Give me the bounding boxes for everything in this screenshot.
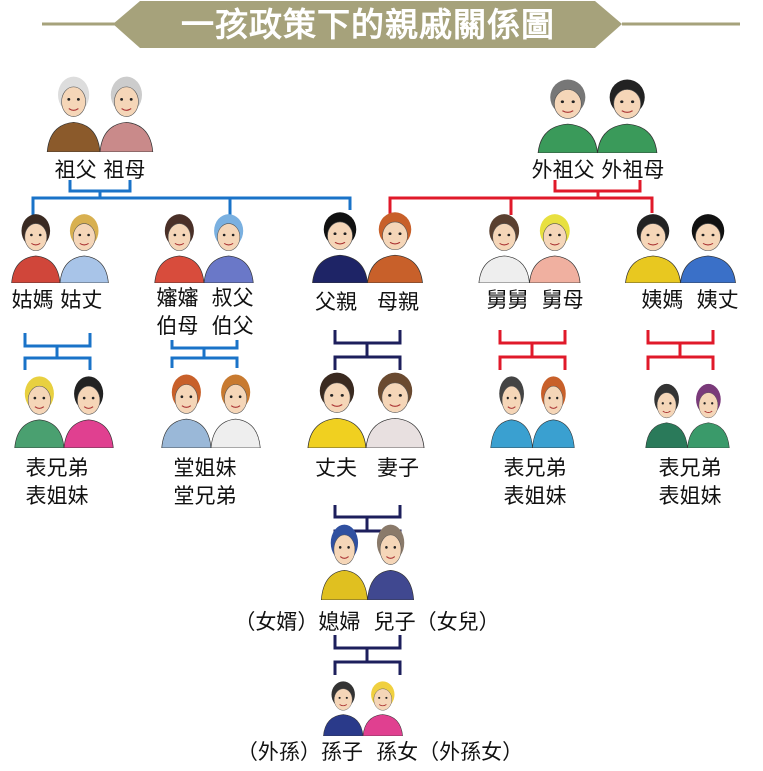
yi-zhang-label: 姨丈 [696, 288, 739, 312]
maternal-aunt-label: 姨媽 姨丈 [641, 286, 738, 314]
cousin-female-label: 堂姐妹 [173, 456, 237, 480]
self-couple-label: 丈夫 妻子 [315, 454, 419, 482]
granddaughter-label: 孫女（外孫女） [376, 740, 524, 764]
cousins-1-picture [8, 372, 120, 449]
cousin-male-label: 表兄弟 [25, 456, 89, 480]
paternal-aunt-couple-picture [5, 210, 115, 284]
cousin-female-label: 表姐妹 [503, 484, 567, 508]
cousins-1-label: 表兄弟表姐妹 [26, 454, 89, 510]
page-title: 一孩政策下的親戚關係圖 [181, 5, 555, 44]
shu-fu-label: 叔父 [211, 286, 254, 310]
cousin-male-label: 堂兄弟 [173, 484, 237, 508]
son-label: 兒子（女兒） [373, 610, 500, 634]
grandchildren-picture [318, 678, 408, 737]
cousin-male-label: 表兄弟 [658, 456, 722, 480]
daughter-in-law-label: （女婿）媳婦 [234, 610, 361, 634]
grandchildren-label: （外孫）孫子 孫女（外孫女） [237, 738, 523, 766]
parents-picture [305, 208, 430, 284]
title-banner: 一孩政策下的親戚關係圖 [0, 0, 763, 50]
cousin-female-label: 表姐妹 [25, 484, 89, 508]
banner-shape [42, 1, 740, 48]
gu-zhang-label: 姑丈 [60, 288, 103, 312]
children-label: （女婿）媳婦 兒子（女兒） [234, 608, 499, 636]
maternal-grandparents-picture [530, 75, 665, 154]
grandfather-label: 祖父 [54, 158, 97, 182]
paternal-uncle-label: 嬸嬸 叔父伯母 伯父 [156, 284, 253, 340]
maternal-uncle-label: 舅舅 舅母 [486, 286, 583, 314]
father-label: 父親 [314, 290, 357, 314]
grandparents-picture [40, 72, 160, 153]
maternal-grandparents-label: 外祖父 外祖母 [532, 156, 665, 184]
shen-shen-label: 嬸嬸 [156, 286, 199, 310]
maternal-grandfather-label: 外祖父 [531, 158, 595, 182]
jiu-mu-label: 舅母 [541, 288, 584, 312]
parents-label: 父親 母親 [315, 288, 419, 316]
paternal-uncle-couple-picture [148, 210, 260, 284]
bo-fu-label: 伯父 [211, 314, 254, 338]
bo-mu-label: 伯母 [156, 314, 199, 338]
cousin-female-label: 表姐妹 [658, 484, 722, 508]
grandmother-label: 祖母 [103, 158, 146, 182]
cousins-3-picture [485, 372, 580, 449]
self-couple-picture [300, 368, 432, 449]
maternal-connectors [388, 180, 715, 370]
children-picture [315, 520, 420, 601]
cousin-male-label: 表兄弟 [503, 456, 567, 480]
maternal-aunt-couple-picture [618, 210, 743, 284]
husband-label: 丈夫 [314, 456, 357, 480]
cousins-4-picture [640, 380, 735, 449]
cousins-2-picture [155, 370, 267, 449]
cousins-2-label: 堂姐妹堂兄弟 [174, 454, 237, 510]
maternal-grandmother-label: 外祖母 [601, 158, 665, 182]
mother-label: 母親 [377, 290, 420, 314]
maternal-uncle-couple-picture [472, 210, 587, 284]
cousins-4-label: 表兄弟表姐妹 [659, 454, 722, 510]
jiu-jiu-label: 舅舅 [486, 288, 529, 312]
gu-ma-label: 姑媽 [11, 288, 54, 312]
grandparents-label: 祖父 祖母 [55, 156, 146, 184]
yi-ma-label: 姨媽 [641, 288, 684, 312]
grandson-label: （外孫）孫子 [236, 740, 363, 764]
wife-label: 妻子 [377, 456, 420, 480]
paternal-aunt-label: 姑媽 姑丈 [12, 286, 103, 314]
cousins-3-label: 表兄弟表姐妹 [504, 454, 567, 510]
